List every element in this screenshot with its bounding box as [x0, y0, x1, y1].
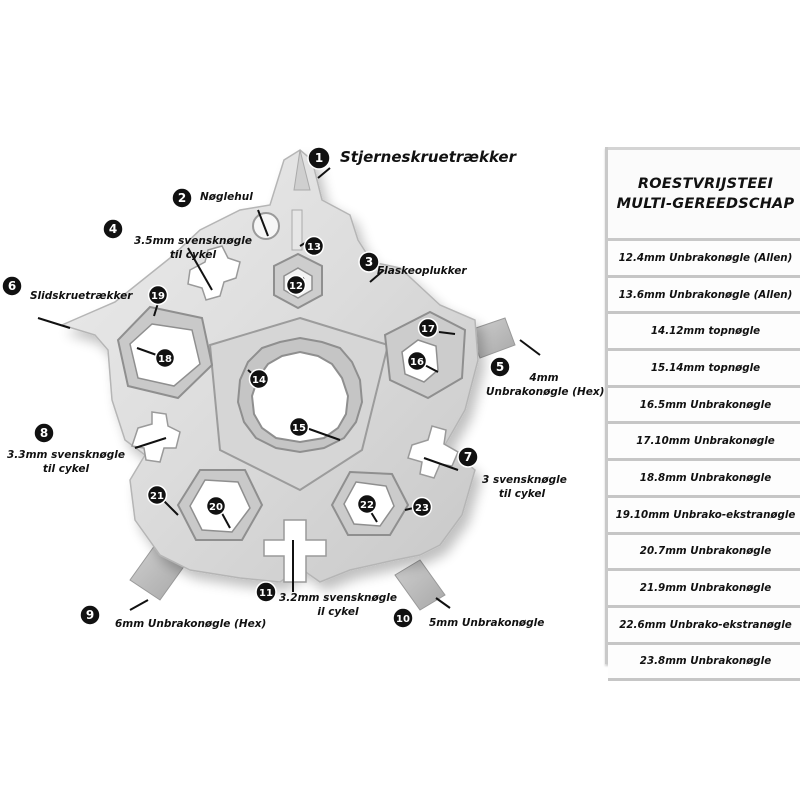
- callout-text-line2: til cykel: [42, 463, 90, 475]
- callout-text-line2: til cykel: [498, 488, 546, 500]
- callout-number: 12: [289, 281, 303, 292]
- spec-table-row: 17.10mm Unbrakonøgle: [608, 424, 800, 462]
- callout-badge-18: 18: [154, 347, 176, 369]
- callout-text-line2: til cykel: [169, 249, 217, 261]
- callout-text-line1: 3.2mm svensknøgle: [279, 592, 397, 604]
- callout-label-3: Flaskeoplukker: [377, 264, 467, 278]
- callout-text: Stjerneskruetrækker: [340, 148, 516, 166]
- callout-text-line2: il cykel: [317, 606, 359, 618]
- hex-bit-5mm: [394, 559, 446, 611]
- callout-text-line1: 3 svensknøgle: [482, 474, 567, 486]
- callout-number: 3: [365, 255, 373, 269]
- slot: [291, 209, 303, 251]
- callout-label-2: Nøglehul: [200, 190, 253, 204]
- callout-badge-22: 22: [356, 493, 378, 515]
- phillips-tip: [293, 149, 311, 191]
- spec-table-row: 15.14mm topnøgle: [608, 351, 800, 388]
- callout-number: 14: [252, 375, 266, 386]
- callout-number: 15: [292, 423, 306, 434]
- callout-number: 21: [150, 491, 164, 502]
- callout-label-1: Stjerneskruetrækker: [340, 148, 516, 166]
- callout-number: 22: [360, 500, 374, 511]
- callout-badge-15: 15: [288, 416, 310, 438]
- callout-number: 6: [8, 279, 16, 293]
- spoke-wrench-3-5mm: [187, 245, 241, 301]
- callout-text: 6mm Unbrakonøgle (Hex): [115, 618, 267, 630]
- callout-number: 4: [109, 222, 117, 236]
- callout-label-9: 6mm Unbrakonøgle (Hex): [115, 617, 266, 631]
- callout-badge-14: 14: [248, 368, 270, 390]
- callout-badge-21: 21: [146, 484, 168, 506]
- callout-number: 23: [415, 503, 429, 514]
- spec-table-row: 12.4mm Unbrakonøgle (Allen): [608, 241, 800, 278]
- callout-badge-11: 11: [255, 581, 277, 603]
- callout-number: 11: [259, 588, 273, 599]
- callout-text: 5mm Unbrakonøgle: [429, 617, 545, 629]
- callout-number: 19: [151, 291, 165, 302]
- spec-table-row: 20.7mm Unbrakonøgle: [608, 534, 800, 572]
- callout-text: Slidskruetrækker: [30, 290, 133, 302]
- spec-table-row: 18.8mm Unbrakonøgle: [608, 461, 800, 498]
- spec-table-row: 21.9mm Unbrakonøgle: [608, 571, 800, 608]
- callout-text: Flaskeoplukker: [377, 265, 467, 277]
- callout-badge-3: 3: [358, 251, 380, 273]
- callout-badge-13: 13: [303, 235, 325, 257]
- spec-table-row: 13.6mm Unbrakonøgle (Allen): [608, 277, 800, 315]
- spec-table-row: 14.12mm topnøgle: [608, 314, 800, 352]
- callout-text-line2: Unbrakonøgle (Hex): [486, 386, 605, 398]
- callout-number: 18: [158, 354, 172, 365]
- callout-badge-23: 23: [411, 496, 433, 518]
- spec-table-heading: ROESTVRIJSTEEI MULTI-GEREEDSCHAP: [608, 147, 800, 241]
- callout-number: 9: [86, 608, 94, 622]
- callout-label-4: 3.5mm svensknøgle til cykel: [133, 234, 253, 262]
- spoke-wrench-3mm: [407, 425, 459, 479]
- callout-number: 2: [178, 191, 186, 205]
- callout-badge-8: 8: [33, 422, 55, 444]
- callout-badge-9: 9: [79, 604, 101, 626]
- spec-table-row: 19.10mm Unbrako-ekstranøgle: [608, 497, 800, 535]
- callout-number: 10: [396, 614, 410, 625]
- callout-text-line1: 3.3mm svensknøgle: [7, 449, 125, 461]
- spec-heading-line2: MULTI-GEREEDSCHAP: [616, 196, 795, 212]
- callout-number: 1: [315, 151, 323, 165]
- spec-table-row: 22.6mm Unbrako-ekstranøgle: [608, 607, 800, 645]
- callout-badge-2: 2: [171, 187, 193, 209]
- callout-badge-10: 10: [392, 607, 414, 629]
- spec-heading-line1: ROESTVRIJSTEEI: [637, 176, 774, 192]
- spoke-wrench-3-2mm: [263, 519, 327, 583]
- callout-number: 20: [209, 502, 223, 513]
- callout-badge-1: 1: [307, 146, 331, 170]
- callout-number: 8: [40, 426, 48, 440]
- callout-number: 5: [496, 360, 504, 374]
- callout-text-line1: 4mm: [529, 372, 559, 384]
- callout-number: 13: [307, 242, 321, 253]
- callout-number: 7: [464, 450, 472, 464]
- callout-badge-16: 16: [406, 350, 428, 372]
- callout-badge-20: 20: [205, 495, 227, 517]
- callout-text: Nøglehul: [200, 191, 253, 203]
- callout-label-8: 3.3mm svensknøgle til cykel: [6, 448, 126, 476]
- callout-badge-6: 6: [1, 275, 23, 297]
- key-hole: [252, 212, 280, 240]
- spoke-wrench-3-3mm: [131, 411, 181, 463]
- spec-table-row: 23.8mm Unbrakonøgle: [608, 644, 800, 682]
- callout-badge-12: 12: [285, 274, 307, 296]
- callout-number: 17: [421, 324, 435, 335]
- callout-label-7: 3 svensknøgle til cykel: [482, 473, 567, 501]
- callout-label-10: 5mm Unbrakonøgle: [429, 616, 544, 630]
- spec-table-row: 16.5mm Unbrakonøgle: [608, 387, 800, 425]
- callout-badge-7: 7: [457, 446, 479, 468]
- callout-text-line1: 3.5mm svensknøgle: [134, 235, 252, 247]
- callout-badge-5: 5: [489, 356, 511, 378]
- spec-table: ROESTVRIJSTEEI MULTI-GEREEDSCHAP 12.4mm …: [605, 147, 800, 682]
- callout-number: 16: [410, 357, 424, 368]
- callout-label-11: 3.2mm svensknøgle il cykel: [276, 591, 400, 619]
- callout-badge-4: 4: [102, 218, 124, 240]
- callout-label-6: Slidskruetrækker: [30, 289, 132, 303]
- callout-badge-17: 17: [417, 317, 439, 339]
- callout-badge-19: 19: [147, 284, 169, 306]
